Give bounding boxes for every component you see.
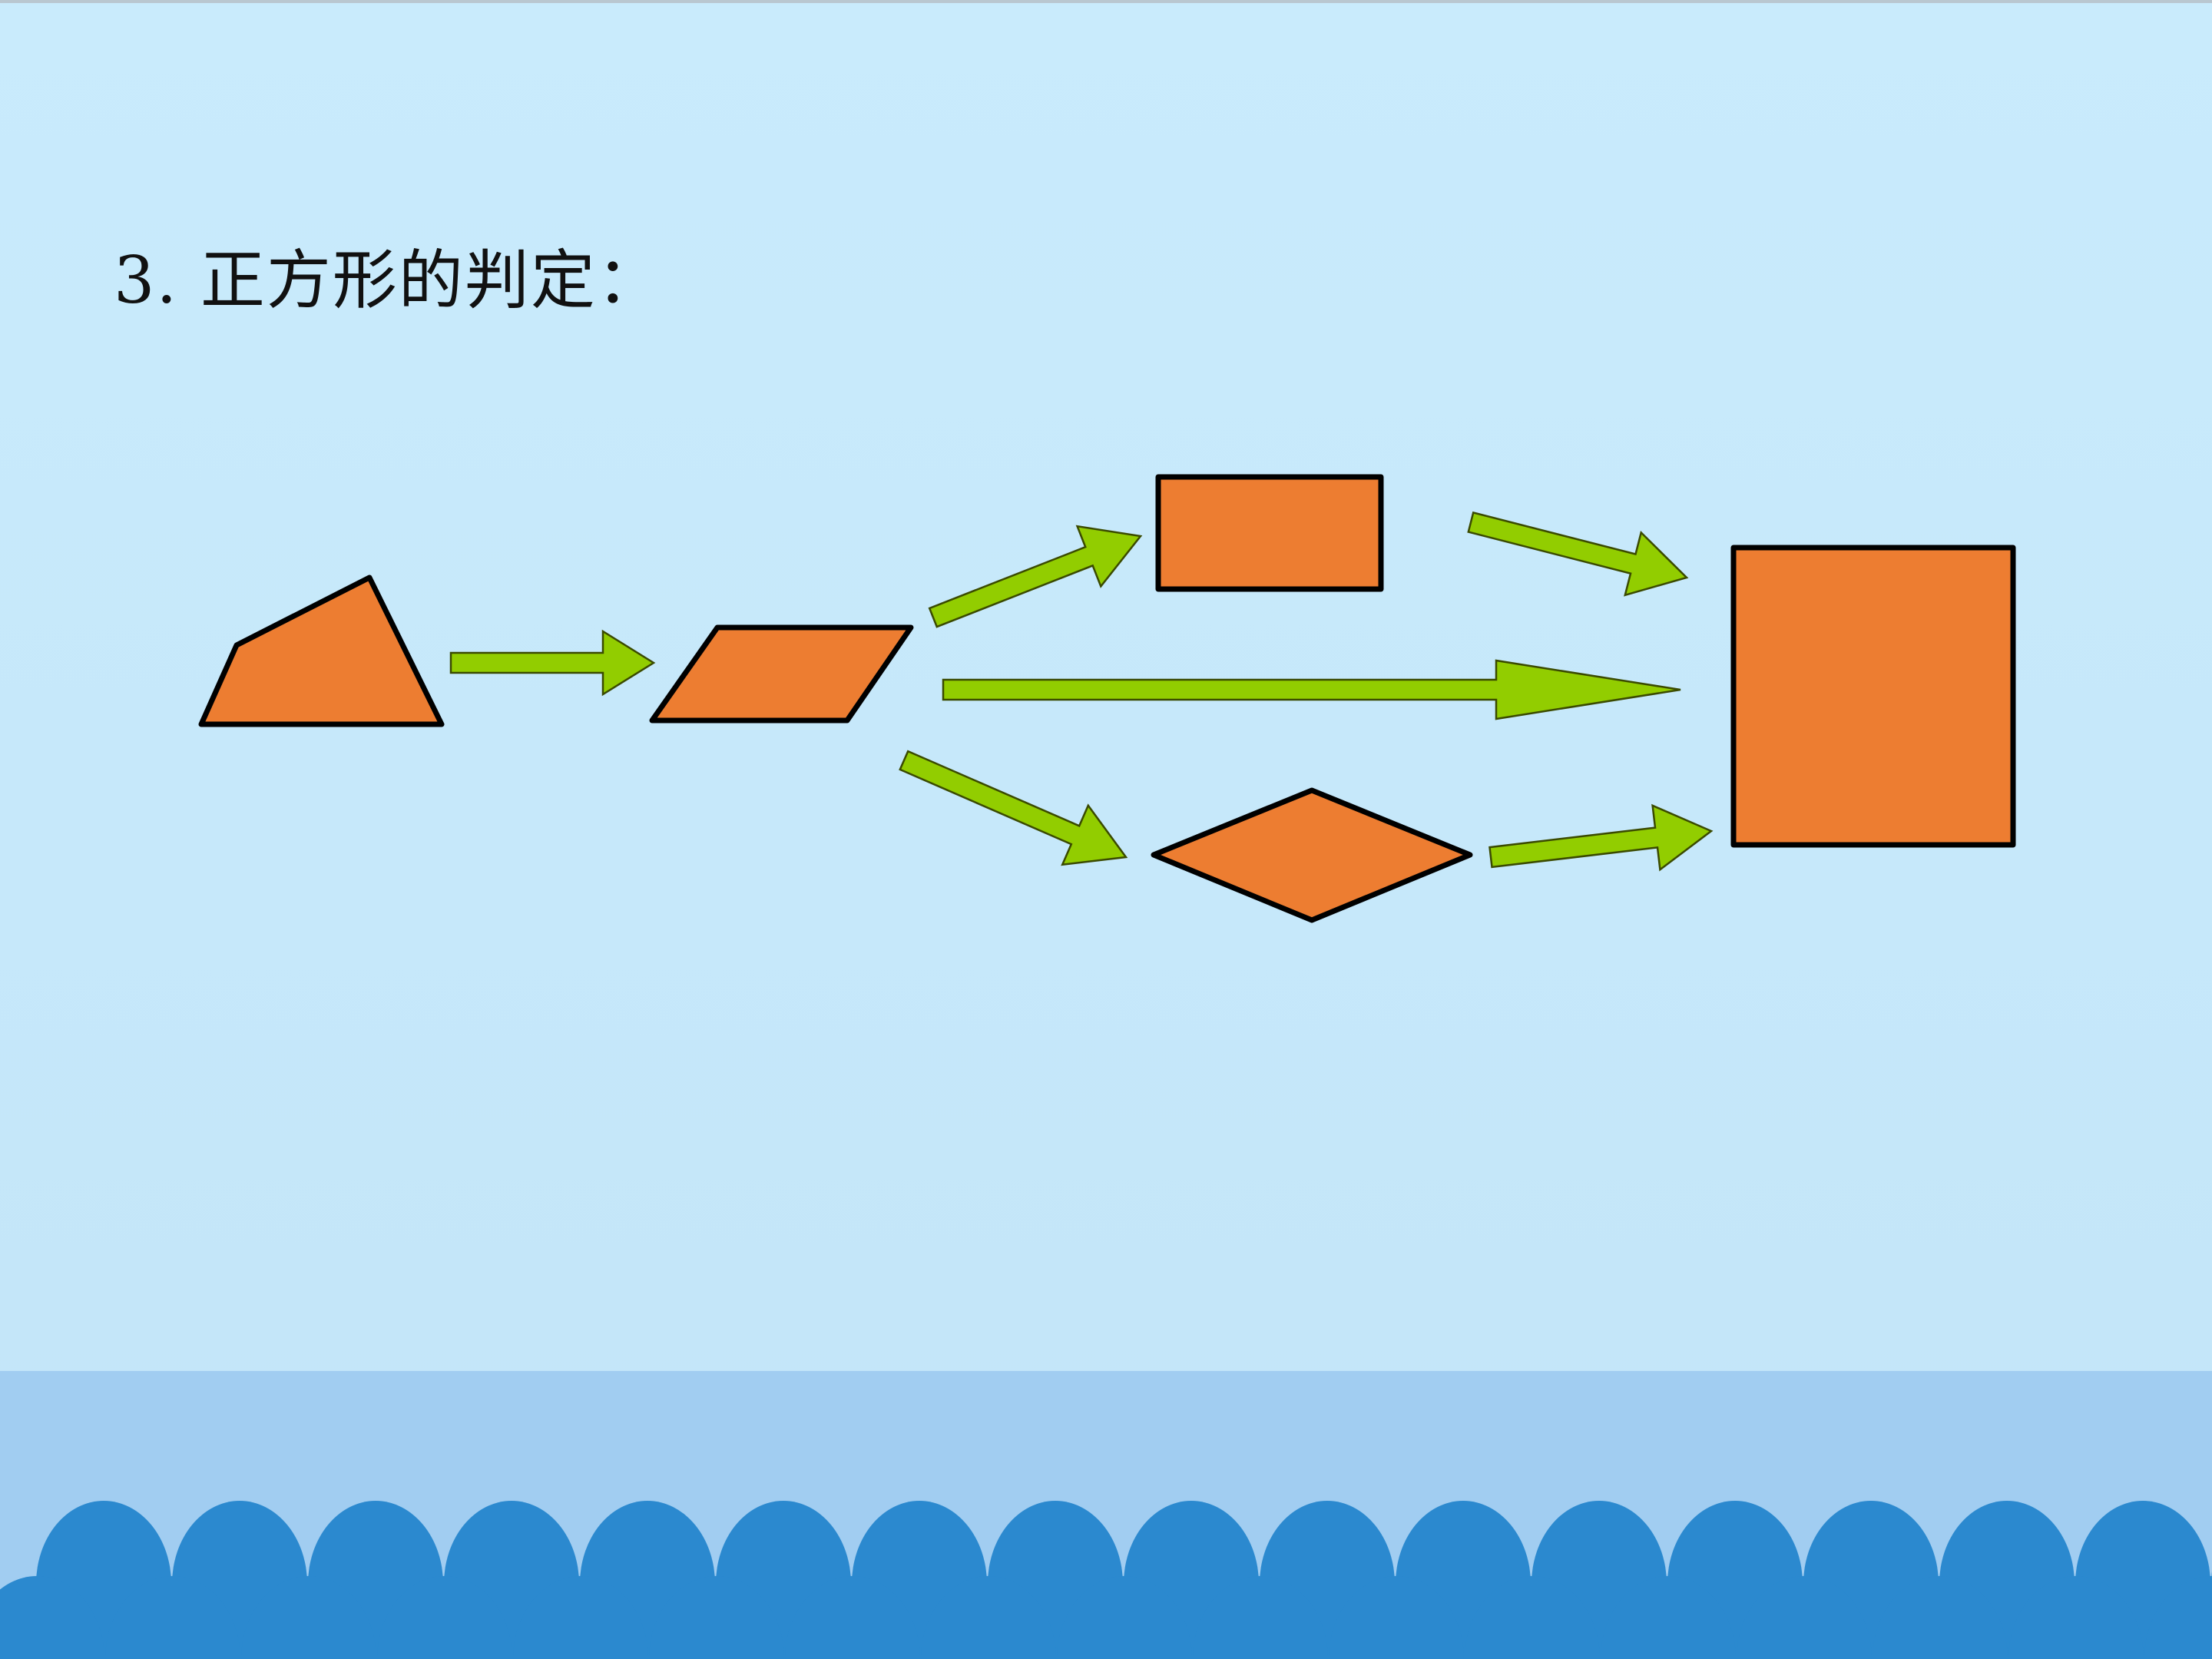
shape-parallelogram: [649, 624, 914, 724]
arrow-parallelogram-to-rhombus: [899, 750, 1128, 866]
wave-front-7: [921, 1576, 1056, 1659]
arrow-parallelogram-to-rectangle: [928, 525, 1143, 628]
wave-front-1: [105, 1576, 240, 1659]
wave-row-front: [0, 1576, 2212, 1659]
wave-front-2: [241, 1576, 376, 1659]
arrow-parallelogram-to-square: [942, 659, 1681, 720]
wave-front-6: [785, 1576, 920, 1659]
arrow-rhombus-to-square: [1488, 803, 1714, 872]
wave-front-0: [0, 1576, 104, 1659]
wave-front-10: [1329, 1576, 1464, 1659]
wave-front-3: [377, 1576, 512, 1659]
wave-front-8: [1057, 1576, 1192, 1659]
wave-front-13: [1737, 1576, 1872, 1659]
wave-front-16: [2144, 1576, 2212, 1659]
wave-front-14: [1873, 1576, 2008, 1659]
wave-front-9: [1193, 1576, 1328, 1659]
wave-front-12: [1601, 1576, 1736, 1659]
wave-front-15: [2008, 1576, 2144, 1659]
shape-quadrilateral: [198, 575, 445, 727]
arrow-quadrilateral-to-parallelogram: [449, 629, 656, 697]
wave-front-5: [649, 1576, 784, 1659]
shape-rectangle: [1155, 474, 1384, 592]
slide-title: 3. 正方形的判定：: [114, 243, 663, 318]
wave-front-4: [513, 1576, 648, 1659]
top-border: [0, 0, 2212, 3]
shape-square: [1730, 545, 2016, 848]
shape-rhombus: [1151, 787, 1473, 923]
wave-front-11: [1465, 1576, 1600, 1659]
arrow-rectangle-to-square: [1467, 511, 1689, 597]
